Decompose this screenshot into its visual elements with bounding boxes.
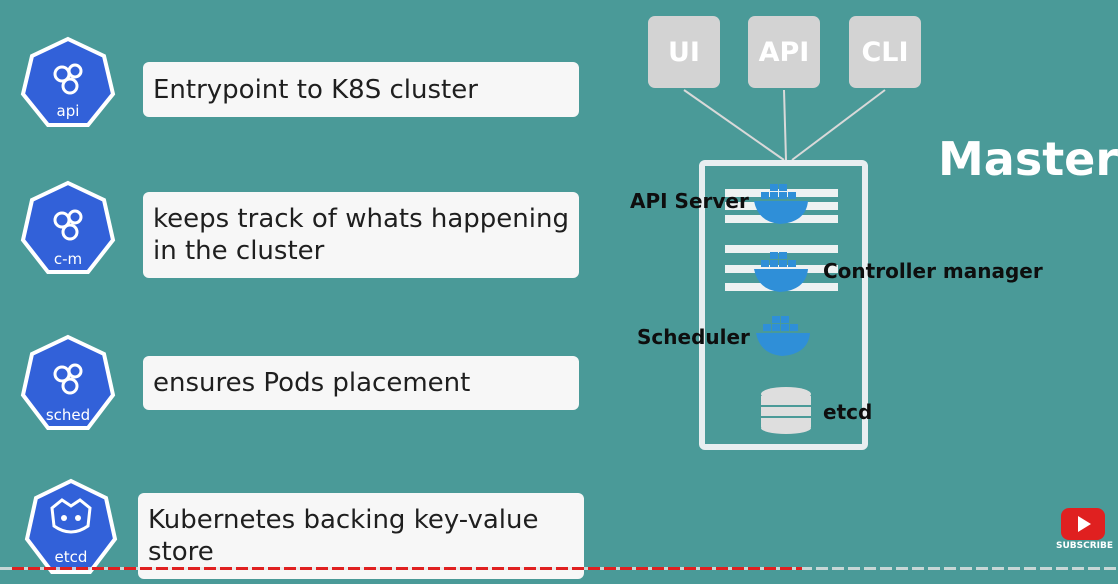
docker-whale-icon: [756, 316, 810, 356]
api-server-label: API Server: [630, 189, 749, 213]
row-icon-label: etcd: [55, 548, 88, 566]
row-icon-label: sched: [46, 406, 90, 424]
subscribe-button[interactable]: [1059, 506, 1107, 556]
etcd-icon: etcd: [24, 478, 118, 574]
subscribe-label: SUBSCRIBE: [1056, 541, 1114, 551]
description-card-controller-manager: keeps track of whats happening in the cl…: [143, 192, 579, 278]
master-label: Master: [938, 132, 1118, 186]
database-icon: [761, 387, 811, 434]
row-icon-label: api: [57, 102, 80, 120]
description-card-etcd: Kubernetes backing key-value store: [138, 493, 584, 579]
progress-played: [12, 567, 802, 570]
description-card-api: Entrypoint to K8S cluster: [143, 62, 579, 117]
client-connector-lines: [683, 89, 886, 161]
row-icon-label: c-m: [54, 250, 82, 268]
master-node-frame: [699, 160, 868, 450]
video-progress-bar[interactable]: [0, 566, 1118, 572]
youtube-play-icon: [1061, 508, 1105, 540]
scheduler-label: Scheduler: [637, 325, 750, 349]
client-api-box: API: [748, 16, 820, 88]
client-ui-box: UI: [648, 16, 720, 88]
kubernetes-api-icon: api: [20, 36, 116, 127]
client-cli-box: CLI: [849, 16, 921, 88]
kubernetes-controller-manager-icon: c-m: [20, 180, 116, 274]
kubernetes-scheduler-icon: sched: [20, 334, 116, 430]
docker-whale-icon: [754, 184, 808, 224]
description-card-scheduler: ensures Pods placement: [143, 356, 579, 410]
docker-whale-icon: [754, 252, 808, 292]
controller-manager-label: Controller manager: [823, 259, 1043, 283]
etcd-label: etcd: [823, 400, 873, 424]
